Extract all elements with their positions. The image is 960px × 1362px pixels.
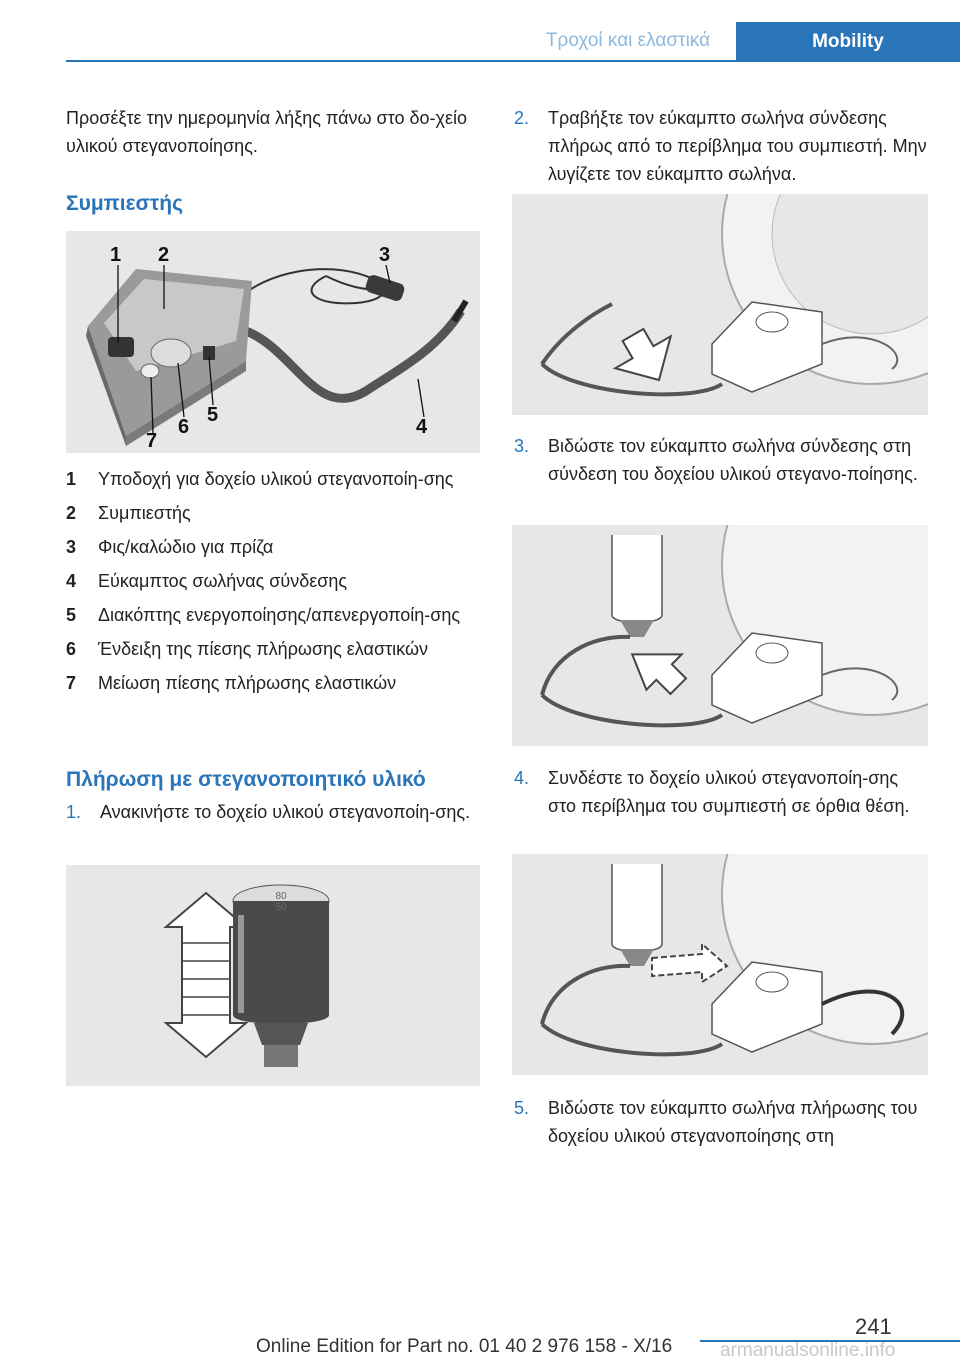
step-2: 2.Τραβήξτε τον εύκαμπτο σωλήνα σύνδεσης …: [514, 108, 927, 184]
bottle-label-80: 80: [275, 891, 287, 902]
callout-6: 6: [178, 416, 189, 438]
callout-1: 1: [110, 244, 121, 266]
callout-4: 4: [416, 416, 428, 438]
footer-rule: [700, 1340, 960, 1342]
step-5: 5.Βιδώστε τον εύκαμπτο σωλήνα πλήρωσης τ…: [514, 1098, 918, 1146]
watermark: armanualsonline.info: [720, 1340, 896, 1361]
filling-heading: Πλήρωση με στεγανοποιητικό υλικό: [66, 768, 426, 791]
callout-5: 5: [207, 404, 218, 426]
callout-3: 3: [379, 244, 390, 266]
edition-text: Online Edition for Part no. 01 40 2 976 …: [256, 1336, 673, 1357]
page-number: 241: [855, 1314, 892, 1339]
intro-text: Προσέξτε την ημερομηνία λήξης πάνω στο δ…: [66, 108, 468, 156]
connect-bottle-figure: [512, 854, 928, 1075]
header-rule: [66, 60, 960, 62]
step-4: 4.Συνδέστε το δοχείο υλικού στεγανοποίη‐…: [514, 768, 910, 816]
bottle-label-50: 50: [275, 902, 287, 913]
chapter-tab[interactable]: Mobility: [736, 22, 960, 62]
compressor-figure: 1 2 3 4 5 6 7: [66, 231, 480, 453]
step-1: 1.Ανακινήστε το δοχείο υλικού στεγανοποί…: [66, 802, 471, 822]
callout-2: 2: [158, 244, 169, 266]
section-title: Τροχοί και ελαστικά: [545, 30, 711, 51]
pull-hose-figure: [512, 194, 928, 415]
callout-7: 7: [146, 430, 157, 452]
step-3: 3.Βιδώστε τον εύκαμπτο σωλήνα σύνδεσης σ…: [514, 436, 918, 484]
shake-bottle-figure: 80 50: [66, 865, 480, 1086]
screw-hose-figure: [512, 525, 928, 746]
compressor-heading: Συμπιεστής: [66, 192, 184, 215]
